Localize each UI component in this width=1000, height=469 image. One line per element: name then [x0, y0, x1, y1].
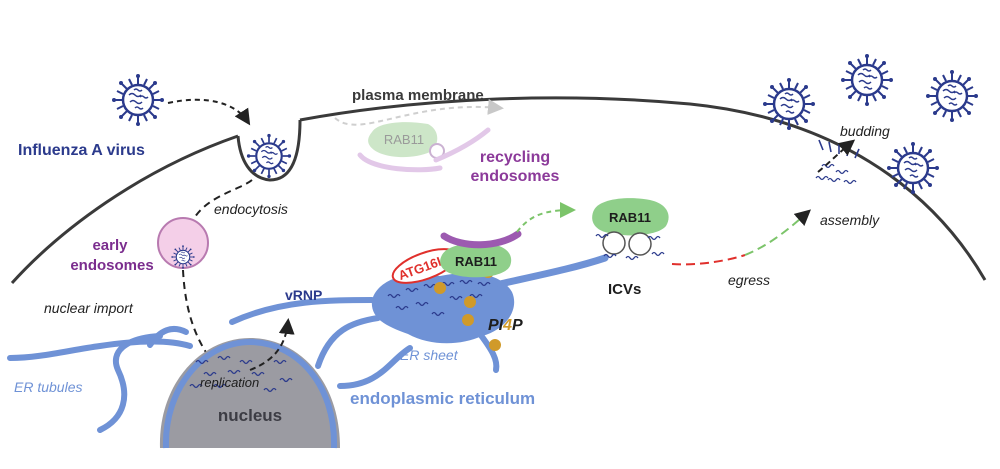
nucleus [159, 338, 340, 448]
er-tubule-left-2 [97, 333, 163, 433]
label-recycling-1: recycling [480, 149, 550, 166]
label-er: endoplasmic reticulum [350, 389, 535, 408]
icv-vesicle-2 [628, 232, 652, 256]
nuclear-import-arrow [182, 269, 218, 369]
faded-recycling-arrow [334, 98, 504, 126]
released-virus-4 [885, 140, 941, 196]
pit-virus [245, 132, 293, 180]
rab11-er-protein [440, 243, 512, 278]
label-early-endosomes-2: endosomes [70, 257, 153, 274]
icv-vesicle-1 [602, 231, 626, 255]
er-sheet-tail [477, 331, 500, 373]
er-to-icv-tube [496, 254, 609, 288]
er-sheet [371, 273, 515, 344]
svg-text:PI4P: PI4P [488, 317, 523, 334]
label-er-sheet: ER sheet [400, 347, 459, 363]
rab11-faded-protein [368, 122, 438, 158]
label-nucleus: nucleus [218, 406, 282, 425]
rab11-faded-label: RAB11 [384, 132, 424, 147]
er-tubule-left [7, 338, 193, 361]
nuclear-envelope [162, 338, 338, 449]
label-replication: replication [200, 375, 259, 390]
label-vrnp: vRNP [285, 287, 322, 303]
label-icvs: ICVs [608, 281, 641, 298]
budding-arrow [817, 139, 856, 173]
icv-rab11-label: RAB11 [609, 210, 651, 225]
faded-endosome-tube-a [357, 152, 443, 173]
virus-particle [110, 72, 166, 128]
label-budding: budding [840, 123, 890, 139]
label-endocytosis: endocytosis [214, 201, 288, 217]
to-icv-arrow [516, 202, 576, 233]
label-egress: egress [728, 272, 770, 288]
er-lower-tube [337, 345, 413, 389]
purple-arc-er [440, 230, 522, 249]
label-recycling-2: endosomes [471, 168, 560, 185]
vrnp-export-arrow [249, 318, 295, 371]
released-virus-3 [924, 68, 980, 124]
entry-arrow [167, 98, 251, 126]
label-nuclear-import: nuclear import [44, 300, 134, 316]
er-tubule-left-3 [147, 325, 189, 348]
er-tubule-upper [229, 297, 375, 325]
budding-vrnps [815, 163, 857, 185]
er-connector [315, 315, 381, 369]
label-plasma-membrane: plasma membrane [352, 87, 484, 104]
label-er-tubules: ER tubules [14, 379, 82, 395]
faded-endosome-tube-b [433, 127, 491, 163]
icv-rab11-protein [592, 198, 669, 236]
budding-site [818, 139, 860, 159]
rab11-er-label: RAB11 [455, 254, 497, 269]
plasma-membrane [10, 96, 987, 285]
endosome-virus [170, 244, 196, 270]
egress-arrow-red [671, 254, 746, 266]
label-early-endosomes-1: early [92, 237, 128, 254]
endocytosis-arrow [191, 179, 253, 223]
endocytic-pit [236, 119, 302, 182]
label-pi4p: PI4P [488, 317, 523, 334]
released-virus-1 [761, 76, 817, 132]
egress-arrow-green [744, 209, 811, 256]
label-influenza: Influenza A virus [18, 142, 145, 159]
released-virus-2 [839, 52, 895, 108]
label-assembly: assembly [820, 212, 880, 228]
